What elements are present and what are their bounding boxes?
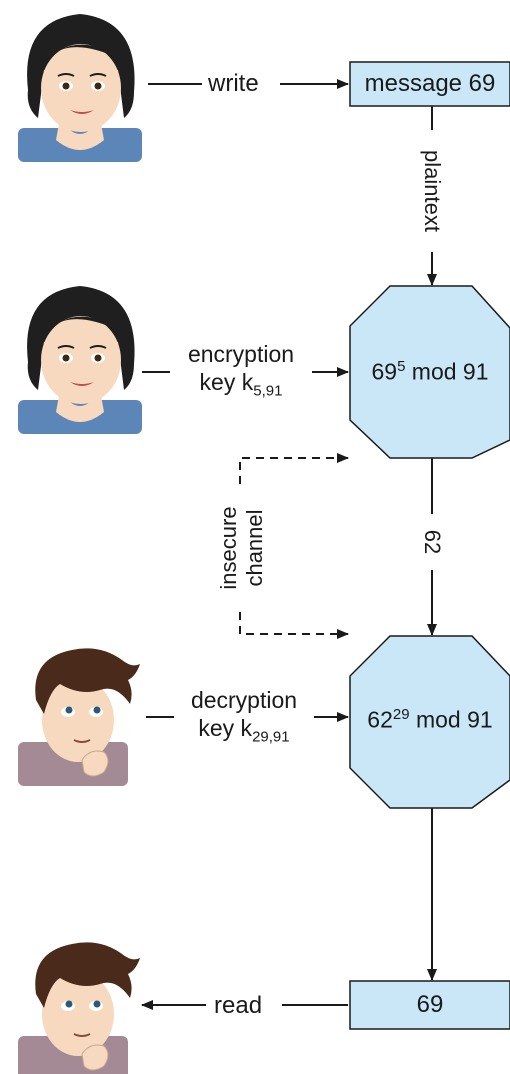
woman-avatar-icon <box>17 285 143 435</box>
decrypt-node <box>349 635 510 809</box>
plaintext-label: plaintext <box>420 150 445 232</box>
insecure-channel-label: insecure channel <box>216 506 267 590</box>
encryption-key-text: key k5,91 <box>199 369 283 400</box>
encryption-label: encryption <box>187 341 295 367</box>
insecure-channel-bottom <box>239 612 349 639</box>
message-box-label: message 69 <box>364 70 496 97</box>
decrypt-node-label: 6229 mod 91 <box>367 706 493 733</box>
man-avatar-icon <box>17 941 141 1074</box>
result-box <box>349 980 510 1030</box>
cipher-label: 62 <box>420 529 445 555</box>
result-box-label: 69 <box>416 991 444 1018</box>
message-box <box>349 61 510 107</box>
woman-avatar-icon <box>17 13 143 163</box>
insecure-channel-top <box>239 453 349 484</box>
decryption-key-label: decryption key k29,91 <box>174 686 314 752</box>
write-label: write <box>208 70 259 97</box>
encrypt-node <box>349 285 510 459</box>
decryption-key-text: key k29,91 <box>198 715 290 746</box>
encryption-key-label: encryption key k5,91 <box>170 340 312 406</box>
decryption-label: decryption <box>190 687 298 713</box>
read-label: read <box>214 992 263 1019</box>
man-avatar-icon <box>17 647 141 787</box>
encrypt-node-label: 695 mod 91 <box>371 358 489 385</box>
